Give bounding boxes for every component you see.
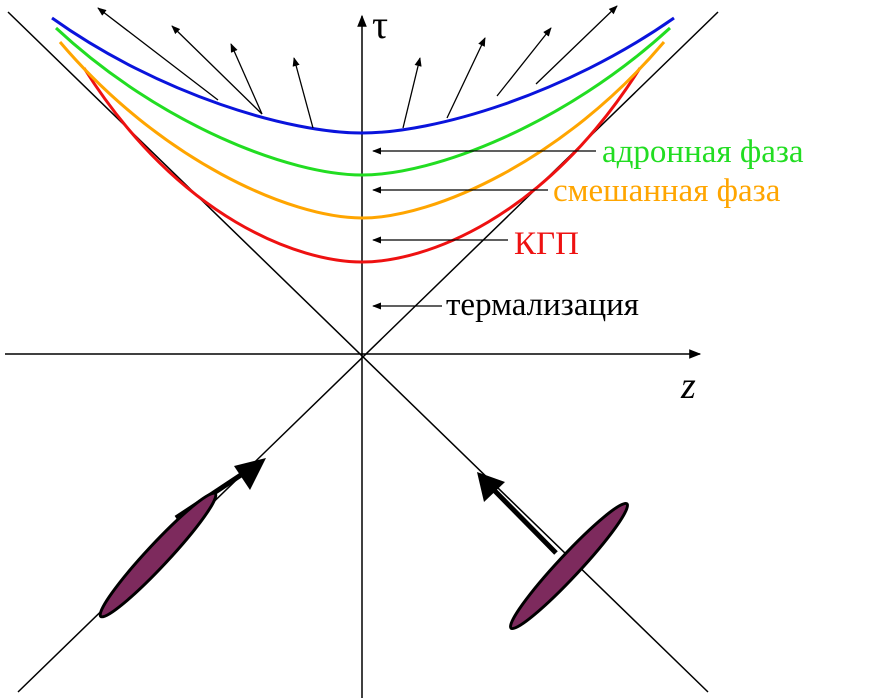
left-nucleus-disk xyxy=(98,491,218,619)
thermalization-label: термализация xyxy=(446,287,639,323)
label-pointers xyxy=(372,147,596,310)
particle-arrow xyxy=(171,25,263,115)
tau-axis-label: τ xyxy=(372,2,388,47)
right-nucleus-disk xyxy=(508,501,630,631)
qgp-curve xyxy=(82,67,642,264)
particle-arrow xyxy=(230,43,263,115)
particle-arrow xyxy=(446,37,486,119)
left-nucleus xyxy=(98,458,266,619)
particle-arrow xyxy=(496,27,552,97)
z-axis-label: z xyxy=(680,365,696,407)
mixed-phase-curve xyxy=(58,41,666,220)
particle-arrow xyxy=(97,7,219,101)
hadron-phase-label: адронная фаза xyxy=(602,134,804,170)
hadron-phase-curve xyxy=(54,26,672,177)
right-nucleus xyxy=(477,472,630,631)
freezeout-curve xyxy=(51,16,675,135)
particle-arrows xyxy=(97,5,618,129)
particle-arrow xyxy=(292,57,314,129)
qgp-label: КГП xyxy=(514,226,579,262)
particle-arrow xyxy=(402,57,422,129)
particle-arrow xyxy=(535,5,618,85)
mixed-phase-label: смешанная фаза xyxy=(553,173,781,209)
